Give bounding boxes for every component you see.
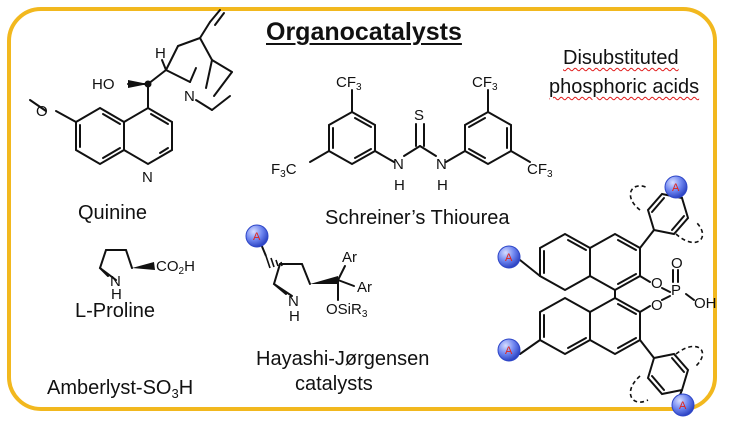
page-title: Organocatalysts: [266, 18, 462, 46]
phosphoric-dashed-substituents: [629, 185, 704, 403]
hayashi-label-line2: catalysts: [295, 373, 373, 395]
thiourea-atom-cf3-right: CF3: [472, 74, 498, 93]
thiourea-atom-f3c: F3C: [271, 161, 297, 180]
hayashi-structure: [272, 263, 355, 301]
amberlyst-label: Amberlyst-SO3H: [47, 377, 193, 401]
quinine-atom-n-bridge: N: [184, 88, 195, 105]
svg-text:A: A: [505, 345, 513, 357]
quinine-structure: [29, 9, 233, 166]
quinine-atom-o: O: [36, 103, 48, 120]
hayashi-label-line1: Hayashi-Jørgensen: [256, 348, 430, 370]
proline-atom-h: H: [111, 286, 122, 303]
quinine-wedge: [128, 80, 148, 88]
thiourea-atom-n-right: N: [436, 156, 447, 173]
quinine-stereo-dot: [144, 80, 152, 88]
svg-text:A: A: [505, 252, 513, 264]
a-ball-binol-bottom-right: A: [671, 393, 695, 417]
hayashi-atom-ar-top: Ar: [342, 249, 357, 266]
thiourea-label: Schreiner’s Thiourea: [325, 207, 510, 229]
quinine-atom-ho: HO: [92, 76, 115, 93]
thiourea-atom-cf3-lower-right: CF3: [527, 161, 553, 180]
svg-text:A: A: [679, 400, 687, 412]
phosphoric-atom-oh: OH: [694, 295, 717, 312]
proline-label: L-Proline: [75, 300, 156, 322]
a-ball-binol-top-right: A: [664, 175, 688, 199]
phosphoric-atom-p: P: [671, 282, 682, 299]
hayashi-atom-n: N: [288, 293, 299, 310]
quinine-label: Quinine: [78, 202, 147, 224]
yellow-rounded-frame: [7, 7, 717, 411]
hayashi-wedge: [310, 276, 338, 284]
a-ball-hayashi: A: [245, 224, 269, 248]
phosphoric-label-line1: Disubstituted: [563, 47, 679, 69]
proline-wedge: [132, 262, 155, 270]
a-ball-binol-left-top: A: [497, 245, 521, 269]
svg-text:A: A: [672, 182, 680, 194]
thiourea-atom-s: S: [414, 107, 425, 124]
hayashi-hash-bond: [265, 255, 283, 269]
thiourea-atom-h-right: H: [437, 177, 448, 194]
proline-atom-n: N: [110, 273, 121, 290]
amberlyst-main: Amberlyst-SO: [47, 377, 172, 399]
hayashi-atom-ar-right: Ar: [357, 279, 372, 296]
thiourea-structure: [309, 89, 531, 166]
hayashi-atom-osir3: OSiR3: [326, 301, 368, 320]
thiourea-atom-n-left: N: [393, 156, 404, 173]
amberlyst-subscript: 3: [171, 386, 179, 401]
phosphoric-atom-o-top: O: [651, 275, 663, 292]
thiourea-atom-h-left: H: [394, 177, 405, 194]
phosphoric-label-line2: phosphoric acids: [549, 76, 700, 98]
amberlyst-end: H: [178, 377, 194, 399]
a-ball-binol-left-bottom: A: [497, 338, 521, 362]
hayashi-atom-h: H: [289, 308, 300, 325]
thiourea-atom-cf3-left: CF3: [336, 74, 362, 93]
svg-text:A: A: [253, 231, 261, 243]
phosphoric-structure: [519, 187, 695, 401]
quinine-atom-h: H: [155, 45, 166, 62]
proline-structure: [98, 249, 133, 281]
phosphoric-atom-o-bottom: O: [651, 297, 663, 314]
proline-atom-co2h: CO2H: [156, 258, 195, 277]
quinine-atom-n-ring: N: [142, 169, 153, 186]
phosphoric-atom-o-double: O: [671, 255, 683, 272]
